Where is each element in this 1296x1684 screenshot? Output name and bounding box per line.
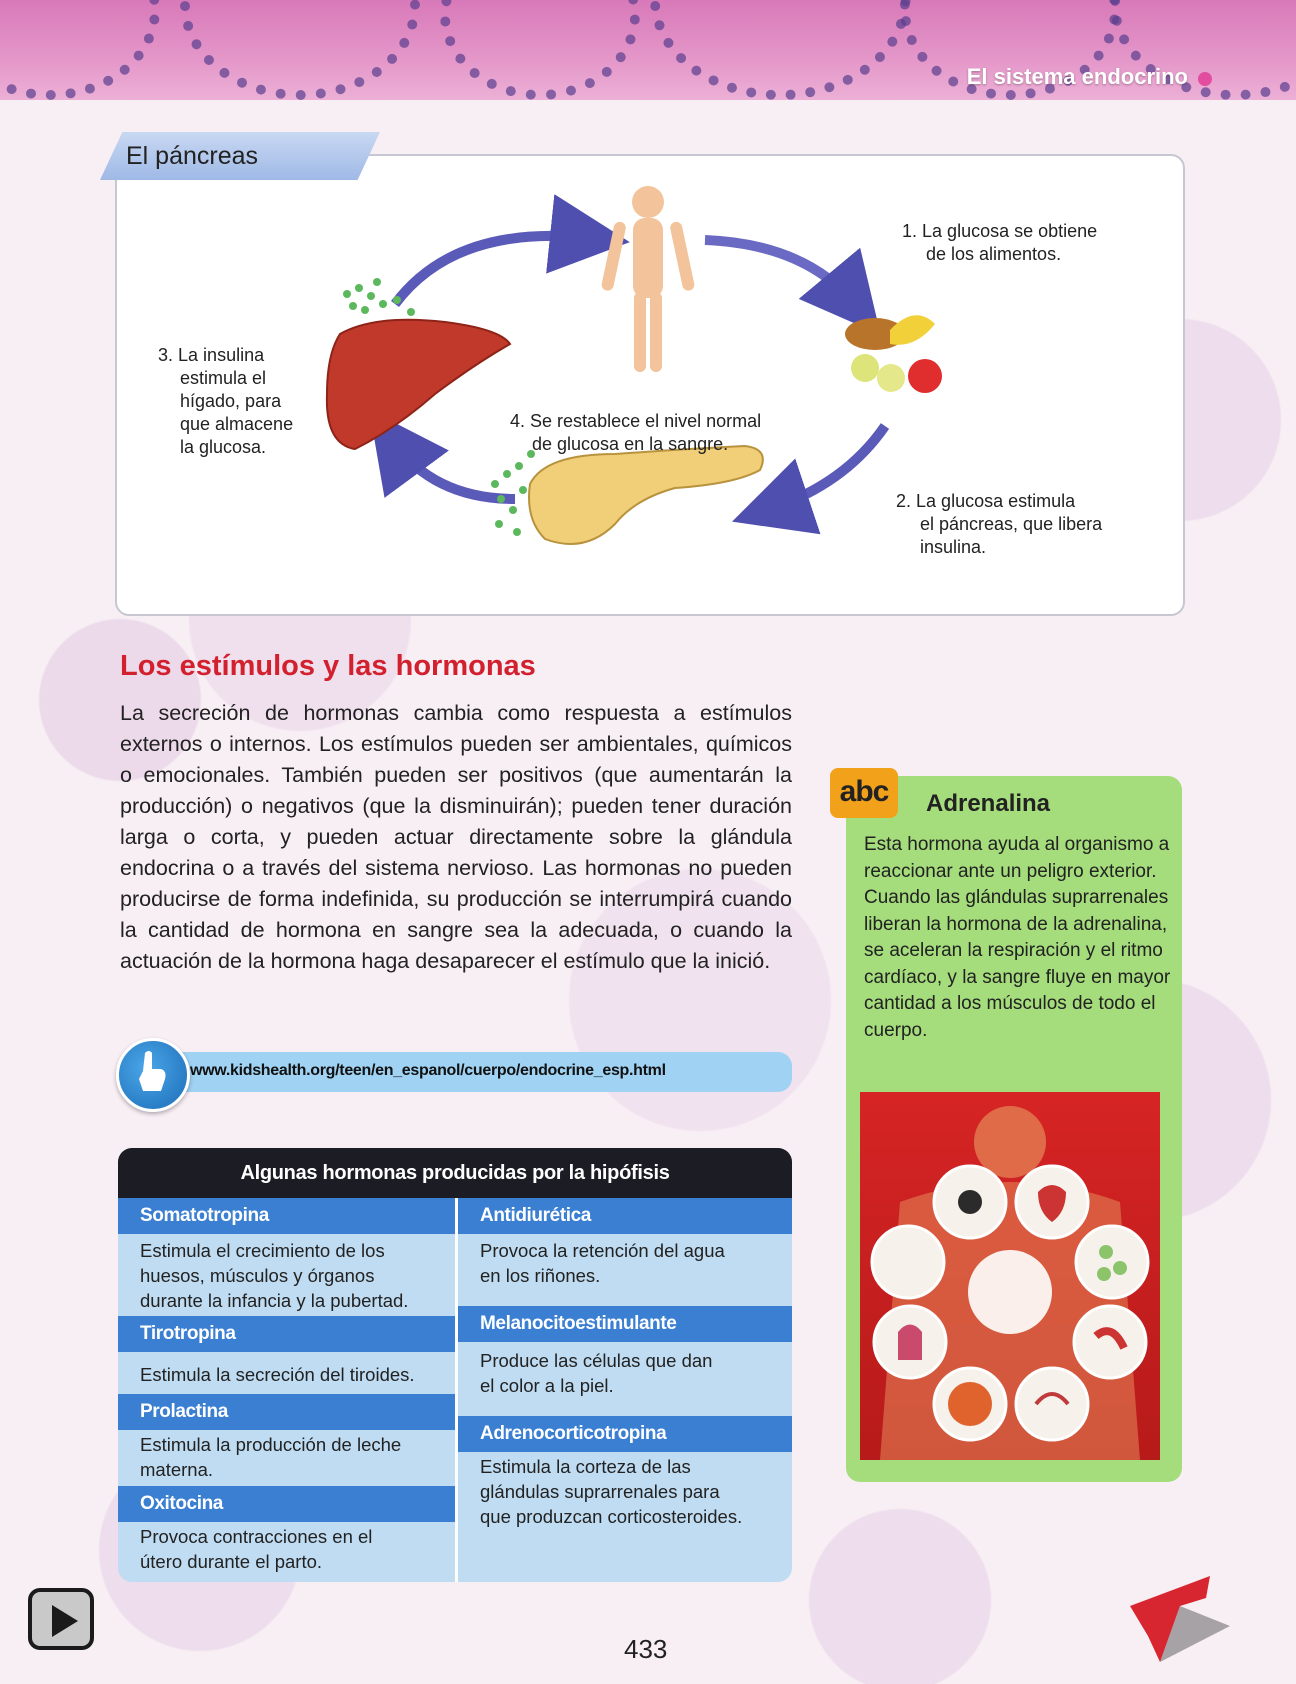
diagram-title: El páncreas (126, 142, 259, 170)
hormone-name: Tirotropina (118, 1316, 455, 1352)
hormone-name: Antidiurética (458, 1198, 792, 1234)
diagram-tab (100, 132, 380, 180)
blood-vessels-icon (870, 1224, 946, 1300)
liver-icon (325, 318, 512, 451)
sidebar-text: Esta hormona ayuda al organismo a reacci… (864, 834, 1171, 1041)
hormone-desc: Estimula la secreción del tiroides. (140, 1364, 415, 1385)
food-icon (845, 315, 942, 393)
link-bar[interactable] (150, 1052, 792, 1092)
section-body: La secreción de hormonas cambia como res… (120, 701, 792, 973)
glucose-dots-icon (343, 278, 415, 316)
arrow-liver-to-body (391, 194, 630, 308)
pancreas-icon (528, 444, 764, 545)
header-banner (0, 0, 1296, 100)
step-2: 2. La glucosa estimula el páncreas, que … (896, 491, 1103, 557)
header-dot-icon (1198, 72, 1212, 86)
publisher-logo-icon (1130, 1576, 1230, 1662)
table-title: Algunas hormonas producidas por la hipóf… (118, 1148, 792, 1198)
hormone-name: Prolactina (118, 1394, 455, 1430)
play-icon[interactable] (28, 1588, 94, 1650)
insulin-dots-icon (491, 450, 535, 536)
section-title: Los estímulos y las hormonas (120, 650, 536, 682)
step-3: 3. La insulina estimula el hígado, para … (158, 345, 294, 457)
muscle-icon (1072, 1304, 1148, 1380)
page-number: 433 (624, 1634, 668, 1664)
arrow-food-to-pancreas (732, 423, 890, 535)
skin-icon (1014, 1366, 1090, 1442)
external-link[interactable]: www.kidshealth.org/teen/en_espanol/cuerp… (190, 1062, 666, 1079)
hormone-table: Algunas hormonas producidas por la hipóf… (118, 1148, 792, 1582)
sidebar-title: Adrenalina (926, 790, 1051, 817)
hormone-name: Oxitocina (118, 1486, 455, 1522)
step-1: 1. La glucosa se obtiene de los alimento… (902, 221, 1098, 264)
hormone-name: Somatotropina (118, 1198, 455, 1234)
chapter-title: El sistema endocrino (966, 64, 1188, 89)
glucose-cycle-illustration (325, 186, 942, 545)
abc-badge: abc (830, 768, 898, 818)
human-body-icon (601, 186, 695, 372)
column-divider (455, 1198, 458, 1582)
arrow-body-to-food (704, 235, 881, 335)
arrow-pancreas-to-liver (369, 409, 516, 504)
hormone-name: Adrenocorticotropina (458, 1416, 792, 1452)
pointing-hand-icon[interactable] (116, 1038, 190, 1112)
hormone-name: Melanocitoestimulante (458, 1306, 792, 1342)
cells-icon (1074, 1224, 1150, 1300)
step-4: 4. Se restablece el nivel normal de gluc… (510, 411, 762, 454)
adrenaline-organs-illustration (860, 1092, 1160, 1460)
